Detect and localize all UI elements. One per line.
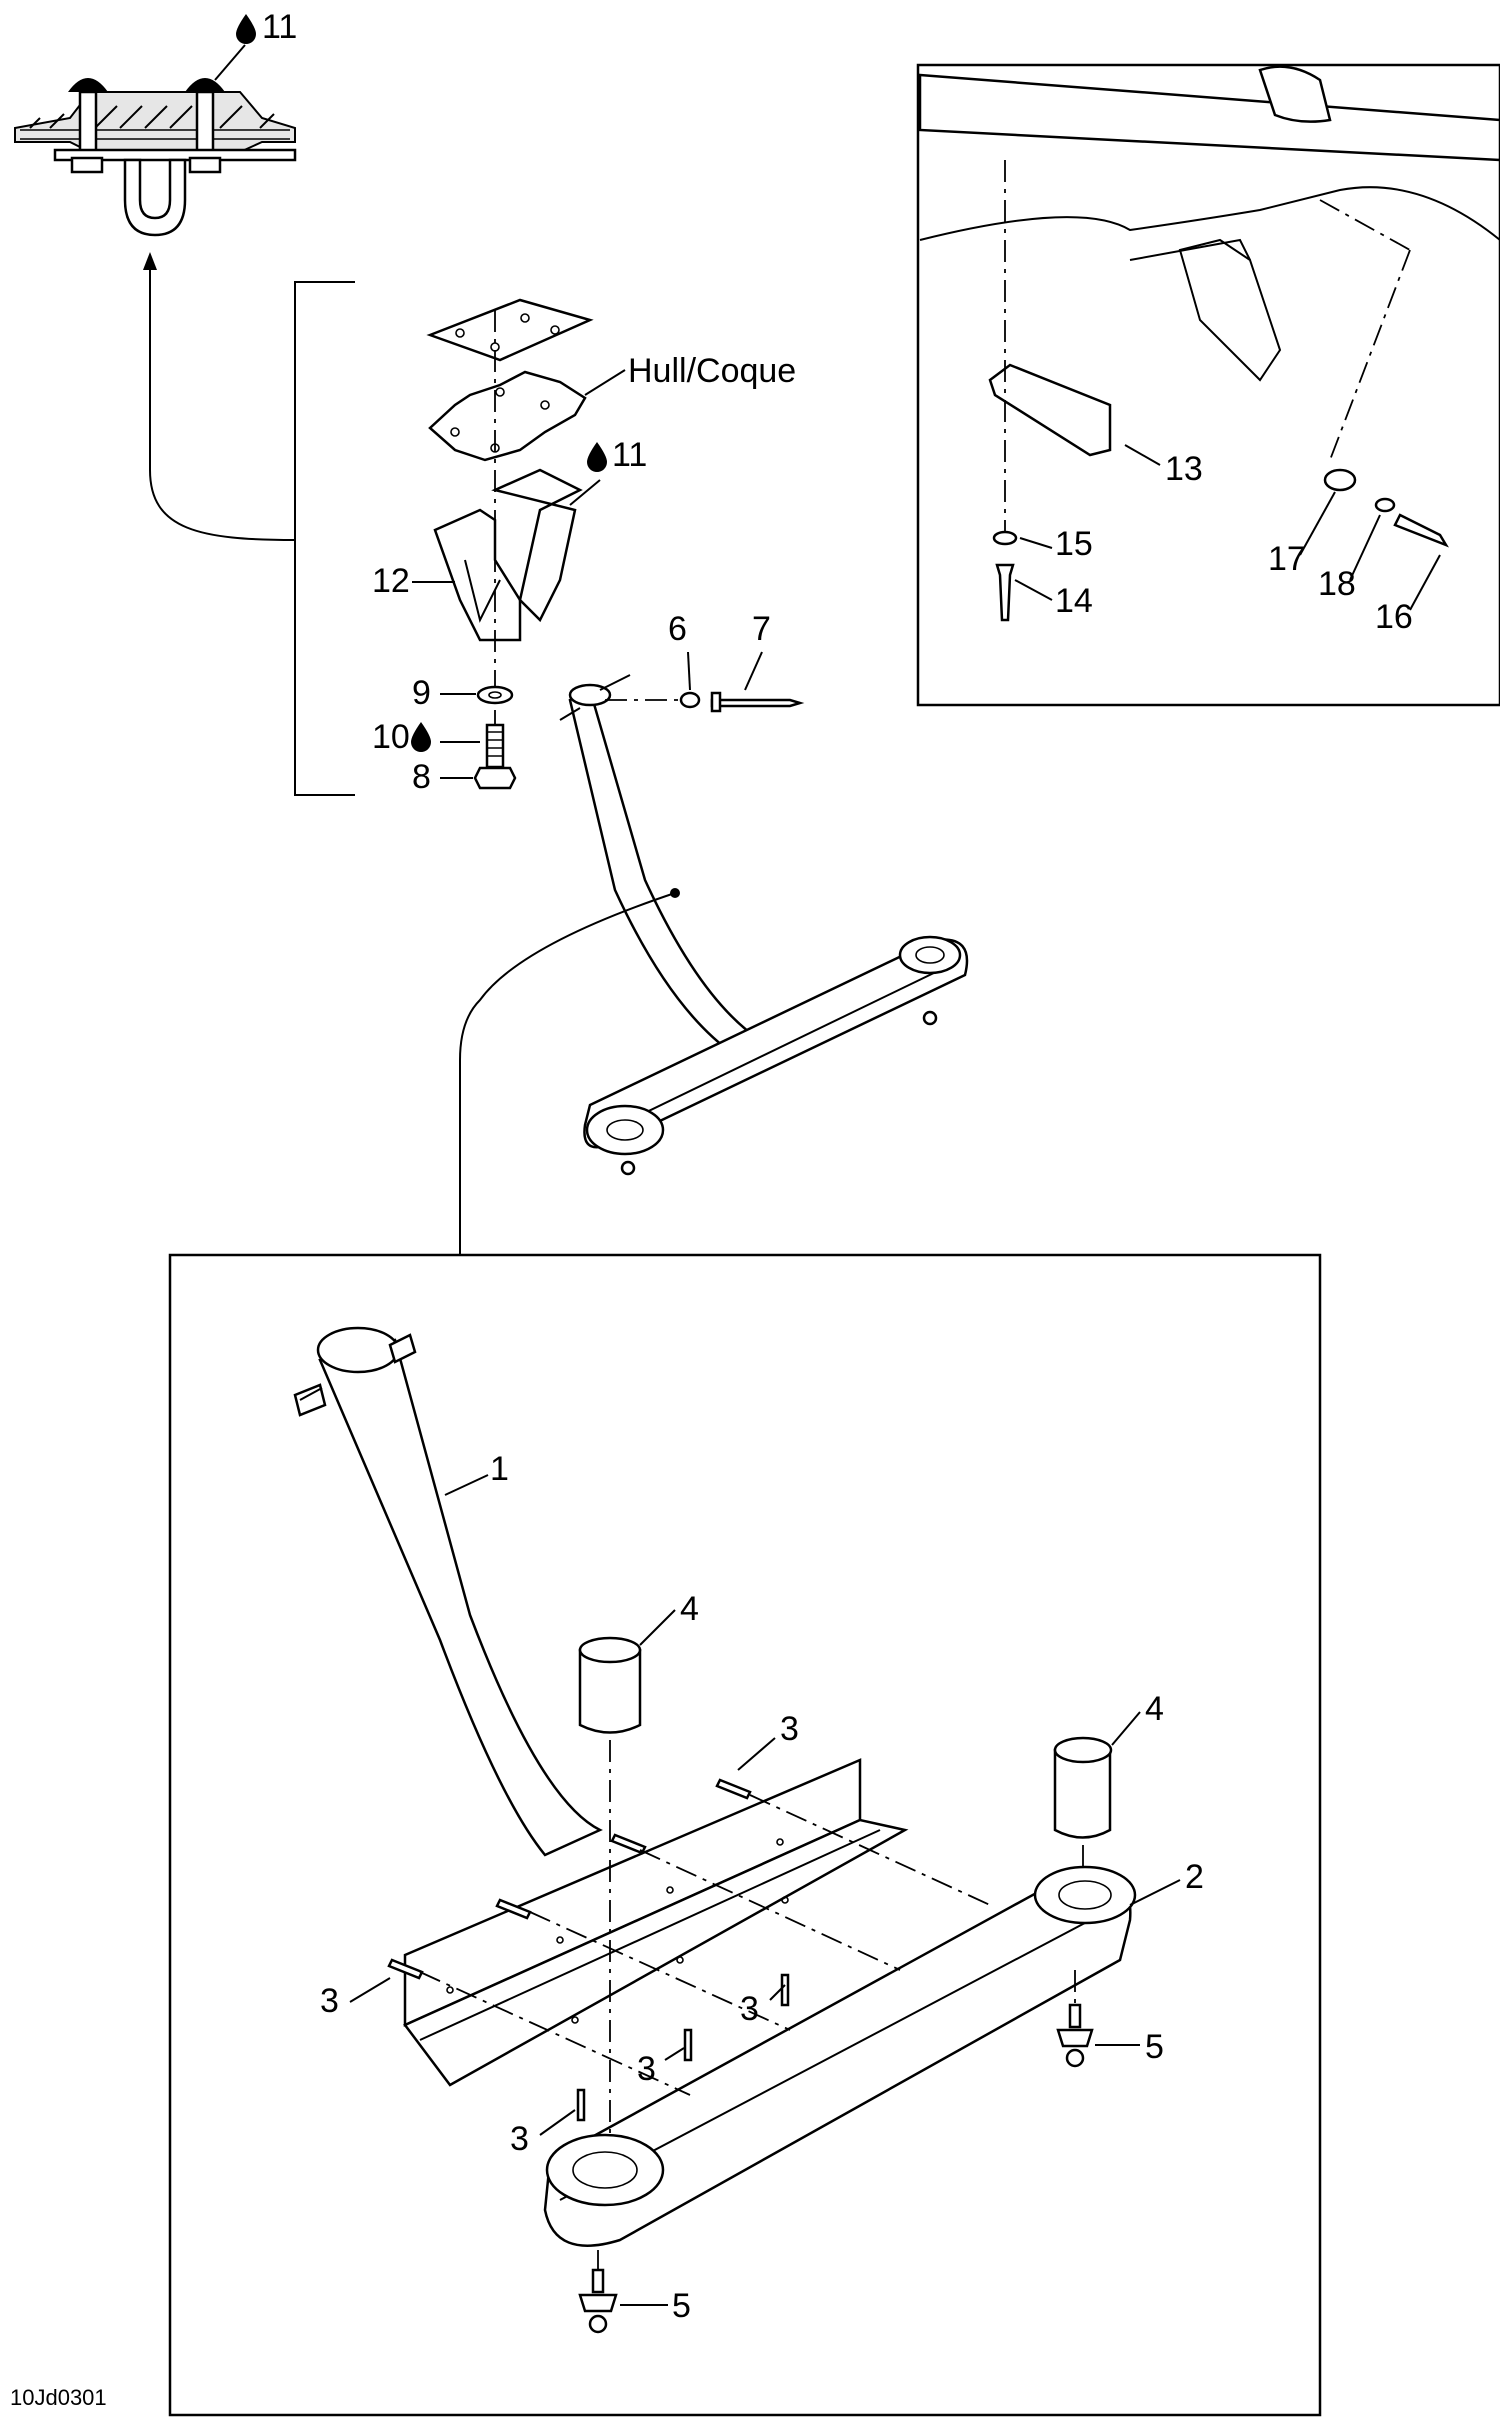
mounting-stack: Hull/Coque 12 11 9 10 8: [372, 298, 796, 796]
label-4-left: 4: [680, 1590, 699, 1628]
label-2: 2: [1185, 1858, 1204, 1896]
label-7: 7: [752, 610, 771, 648]
detail-box-bottom: [168, 1253, 1322, 2417]
assembled-view: 6 7: [559, 610, 969, 1176]
reference-code: 10Jd0301: [10, 2385, 107, 2410]
inset-box-top-right: [916, 63, 1500, 707]
label-4-right: 4: [1145, 1690, 1164, 1728]
label-14: 14: [1055, 582, 1093, 620]
inset-content: 13 15 14 17 18 16: [918, 65, 1500, 636]
label-3-b: 3: [320, 1982, 339, 2020]
label-18: 18: [1318, 565, 1356, 603]
sealant-drop-icon: [587, 442, 607, 472]
label-5-right: 5: [1145, 2028, 1164, 2066]
sealant-drop-icon: [411, 722, 431, 752]
label-16: 16: [1375, 598, 1413, 636]
label-1: 1: [490, 1450, 509, 1488]
label-11-bracket: 11: [612, 436, 647, 474]
detail-content: 1 2 4 4: [293, 1326, 1204, 2334]
screw-group: [387, 1778, 790, 2122]
hull-cross-section-detail: 11: [14, 8, 297, 237]
label-3-a: 3: [780, 1710, 799, 1748]
label-8: 8: [412, 758, 431, 796]
assembly-bracket: [294, 281, 355, 796]
label-3-e: 3: [510, 2120, 529, 2158]
label-17: 17: [1268, 540, 1306, 578]
label-11-top: 11: [262, 8, 297, 46]
view-connector: [459, 892, 676, 1255]
sealant-drop-icon: [236, 14, 256, 44]
label-6: 6: [668, 610, 687, 648]
label-13: 13: [1165, 450, 1203, 488]
hull-label: Hull/Coque: [628, 352, 796, 390]
label-15: 15: [1055, 525, 1093, 563]
label-9: 9: [412, 674, 431, 712]
detail-leader-arrow: [149, 265, 296, 541]
label-10: 10: [372, 718, 410, 756]
label-5-left: 5: [672, 2287, 691, 2325]
label-3-d: 3: [637, 2050, 656, 2088]
label-12: 12: [372, 562, 410, 600]
label-3-c: 3: [740, 1990, 759, 2028]
